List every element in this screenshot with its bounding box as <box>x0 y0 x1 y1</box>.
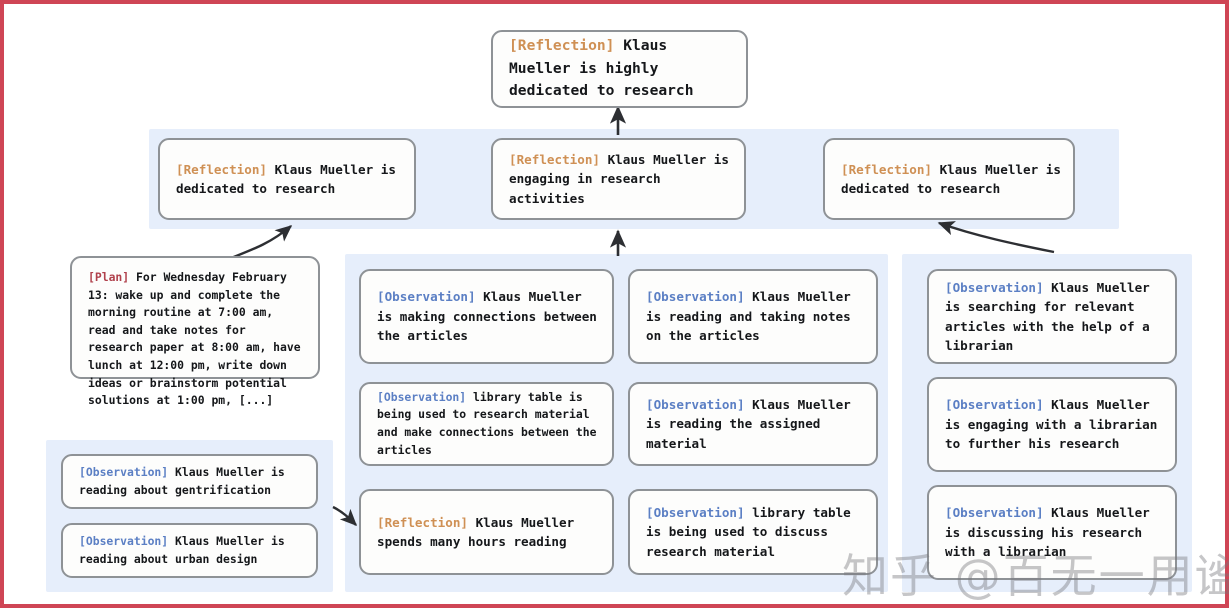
node-body: Klaus Mueller is reading about gentrific… <box>79 464 285 497</box>
node-tag: [Observation] <box>646 396 745 412</box>
node-body: library table is being used to research … <box>377 389 597 457</box>
node-col3-item-2[interactable]: [Observation] Klaus Mueller is reading t… <box>628 382 878 466</box>
node-tag: [Observation] <box>79 464 169 479</box>
node-body: Klaus Mueller is reading and taking note… <box>646 289 851 344</box>
node-tag: [Observation] <box>945 397 1044 413</box>
node-body: Klaus Mueller is reading about urban des… <box>79 533 285 566</box>
node-left-observation-1[interactable]: [Observation] Klaus Mueller is reading a… <box>61 454 318 509</box>
node-top-reflection[interactable]: [Reflection] Klaus Mueller is highly ded… <box>491 30 748 108</box>
node-col3-item-3[interactable]: [Observation] library table is being use… <box>628 489 878 575</box>
node-col4-item-3[interactable]: [Observation] Klaus Mueller is discussin… <box>927 485 1177 580</box>
node-text: [Observation] Klaus Mueller is reading a… <box>79 533 304 568</box>
node-tag: [Observation] <box>646 504 745 520</box>
node-tag: [Reflection] <box>176 161 267 177</box>
node-tag: [Reflection] <box>377 514 468 530</box>
node-text: [Reflection] Klaus Mueller is dedicated … <box>841 160 1061 199</box>
node-text: [Observation] Klaus Mueller is engaging … <box>945 395 1163 454</box>
node-body: For Wednesday February 13: wake up and c… <box>88 270 301 408</box>
node-tag: [Reflection] <box>509 37 615 55</box>
node-left-observation-2[interactable]: [Observation] Klaus Mueller is reading a… <box>61 523 318 578</box>
node-text: [Observation] Klaus Mueller is reading a… <box>79 464 304 499</box>
edge-plan-to-left-reflection <box>225 225 293 262</box>
node-text: [Reflection] Klaus Mueller spends many h… <box>377 513 600 552</box>
node-text: [Reflection] Klaus Mueller is dedicated … <box>176 160 402 199</box>
node-text: [Observation] Klaus Mueller is discussin… <box>945 503 1163 562</box>
node-body: Klaus Mueller is discussing his research… <box>945 505 1150 560</box>
node-tag: [Observation] <box>945 279 1044 295</box>
node-tag: [Observation] <box>646 289 745 305</box>
node-text: [Observation] library table is being use… <box>377 389 600 459</box>
node-body: Klaus Mueller is highly dedicated to res… <box>509 37 694 100</box>
node-text: [Observation] library table is being use… <box>646 503 864 562</box>
node-text: [Observation] Klaus Mueller is searching… <box>945 278 1163 356</box>
node-col4-item-1[interactable]: [Observation] Klaus Mueller is searching… <box>927 269 1177 364</box>
node-body: library table is being used to discuss r… <box>646 504 851 559</box>
node-reflection-3[interactable]: [Reflection] Klaus Mueller is dedicated … <box>823 138 1075 220</box>
node-col2-item-3[interactable]: [Reflection] Klaus Mueller spends many h… <box>359 489 614 575</box>
node-text: [Reflection] Klaus Mueller is highly ded… <box>509 35 734 103</box>
node-body: Klaus Mueller is reading the assigned ma… <box>646 396 851 451</box>
node-plan[interactable]: [Plan] For Wednesday February 13: wake u… <box>70 256 320 407</box>
node-body: Klaus Mueller is searching for relevant … <box>945 279 1150 354</box>
node-text: [Observation] Klaus Mueller is making co… <box>377 287 600 346</box>
node-text: [Plan] For Wednesday February 13: wake u… <box>88 269 306 410</box>
node-text: [Reflection] Klaus Mueller is engaging i… <box>509 150 732 209</box>
node-body: Klaus Mueller spends many hours reading <box>377 514 575 550</box>
node-tag: [Plan] <box>88 270 130 284</box>
node-reflection-2[interactable]: [Reflection] Klaus Mueller is engaging i… <box>491 138 746 220</box>
node-reflection-1[interactable]: [Reflection] Klaus Mueller is dedicated … <box>158 138 416 220</box>
node-text: [Observation] Klaus Mueller is reading t… <box>646 395 864 454</box>
node-col3-item-1[interactable]: [Observation] Klaus Mueller is reading a… <box>628 269 878 364</box>
node-tag: [Observation] <box>377 389 467 404</box>
node-body: Klaus Mueller is dedicated to research <box>841 161 1061 197</box>
node-tag: [Observation] <box>945 505 1044 521</box>
node-body: Klaus Mueller is making connections betw… <box>377 289 597 344</box>
node-tag: [Reflection] <box>509 151 600 167</box>
node-tag: [Reflection] <box>841 161 932 177</box>
node-tag: [Observation] <box>79 533 169 548</box>
node-body: Klaus Mueller is engaging with a librari… <box>945 397 1158 452</box>
node-text: [Observation] Klaus Mueller is reading a… <box>646 287 864 346</box>
node-tag: [Observation] <box>377 289 476 305</box>
node-col2-item-2[interactable]: [Observation] library table is being use… <box>359 382 614 466</box>
node-col4-item-2[interactable]: [Observation] Klaus Mueller is engaging … <box>927 377 1177 472</box>
node-col2-item-1[interactable]: [Observation] Klaus Mueller is making co… <box>359 269 614 364</box>
node-body: Klaus Mueller is dedicated to research <box>176 161 396 197</box>
node-body: Klaus Mueller is engaging in research ac… <box>509 151 729 206</box>
